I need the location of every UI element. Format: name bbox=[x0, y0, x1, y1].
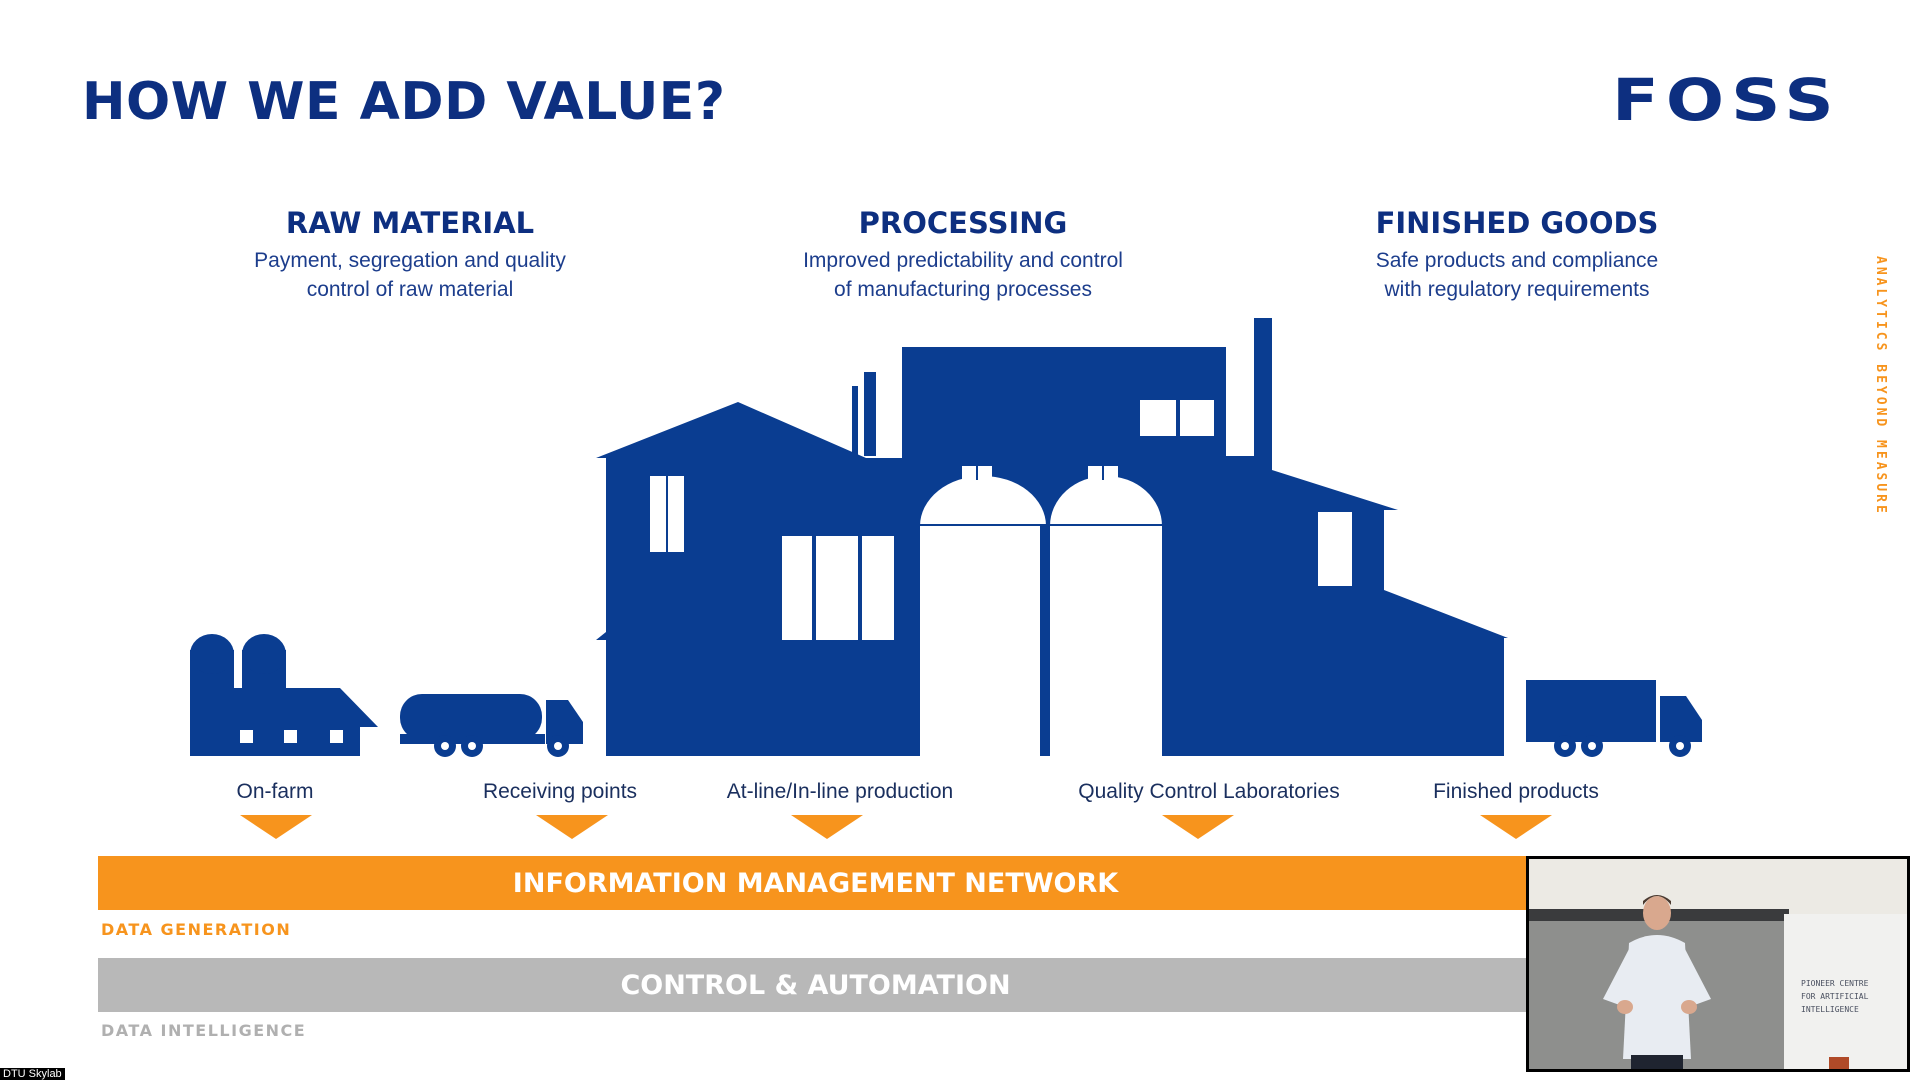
location-label-on-farm: On-farm bbox=[236, 780, 314, 803]
location-label-qc-laboratories: Quality Control Laboratories bbox=[1078, 780, 1340, 803]
tagline-vertical: ANALYTICS BEYOND MEASURE bbox=[1873, 256, 1888, 516]
marker-triangle-icon bbox=[791, 815, 863, 839]
marker-triangle-icon bbox=[1480, 815, 1552, 839]
delivery-truck-icon bbox=[1526, 680, 1702, 757]
foss-logo: FOSS bbox=[1612, 66, 1841, 134]
stage-line: Safe products and compliance bbox=[1375, 249, 1659, 272]
farm-icon bbox=[190, 634, 378, 756]
factory-icon bbox=[596, 318, 1508, 756]
stage-processing: PROCESSING Improved predictability and c… bbox=[743, 206, 1183, 304]
control-automation-band: CONTROL & AUTOMATION bbox=[98, 958, 1533, 1012]
stage-finished-goods: FINISHED GOODS Safe products and complia… bbox=[1297, 206, 1737, 304]
information-management-band: INFORMATION MANAGEMENT NETWORK bbox=[98, 856, 1533, 910]
stage-line: Payment, segregation and quality bbox=[254, 249, 566, 272]
data-generation-label: DATA GENERATION bbox=[101, 920, 292, 939]
stage-line: control of raw material bbox=[306, 278, 514, 301]
location-label-receiving-points: Receiving points bbox=[482, 780, 638, 803]
watermark-label: DTU Skylab bbox=[0, 1068, 65, 1080]
marker-triangle-icon bbox=[1162, 815, 1234, 839]
location-label-finished-products: Finished products bbox=[1433, 780, 1599, 803]
stage-raw-material: RAW MATERIAL Payment, segregation and qu… bbox=[190, 206, 630, 304]
stage-description: Payment, segregation and quality control … bbox=[190, 246, 630, 304]
stage-line: of manufacturing processes bbox=[834, 278, 1092, 301]
stage-heading: PROCESSING bbox=[858, 206, 1068, 240]
tanker-truck-icon bbox=[400, 694, 583, 757]
marker-triangle-icon bbox=[536, 815, 608, 839]
stage-line: with regulatory requirements bbox=[1384, 278, 1650, 301]
presenter-video-frame bbox=[1529, 859, 1907, 1069]
marker-triangle-icon bbox=[240, 815, 312, 839]
stage-line: Improved predictability and control bbox=[803, 249, 1123, 272]
stage-description: Safe products and compliance with regulat… bbox=[1297, 246, 1737, 304]
stage-heading: RAW MATERIAL bbox=[285, 206, 535, 240]
stage-description: Improved predictability and control of ma… bbox=[743, 246, 1183, 304]
video-backdrop-text: PIONEER CENTRE FOR ARTIFICIAL INTELLIGEN… bbox=[1801, 979, 1869, 1014]
stage-heading: FINISHED GOODS bbox=[1375, 206, 1659, 240]
presenter-video-overlay[interactable]: PIONEER CENTRE FOR ARTIFICIAL INTELLIGEN… bbox=[1526, 856, 1910, 1072]
data-intelligence-label: DATA INTELLIGENCE bbox=[101, 1021, 307, 1040]
location-label-at-line-production: At-line/In-line production bbox=[726, 780, 954, 803]
slide-title: HOW WE ADD VALUE? bbox=[82, 72, 726, 132]
